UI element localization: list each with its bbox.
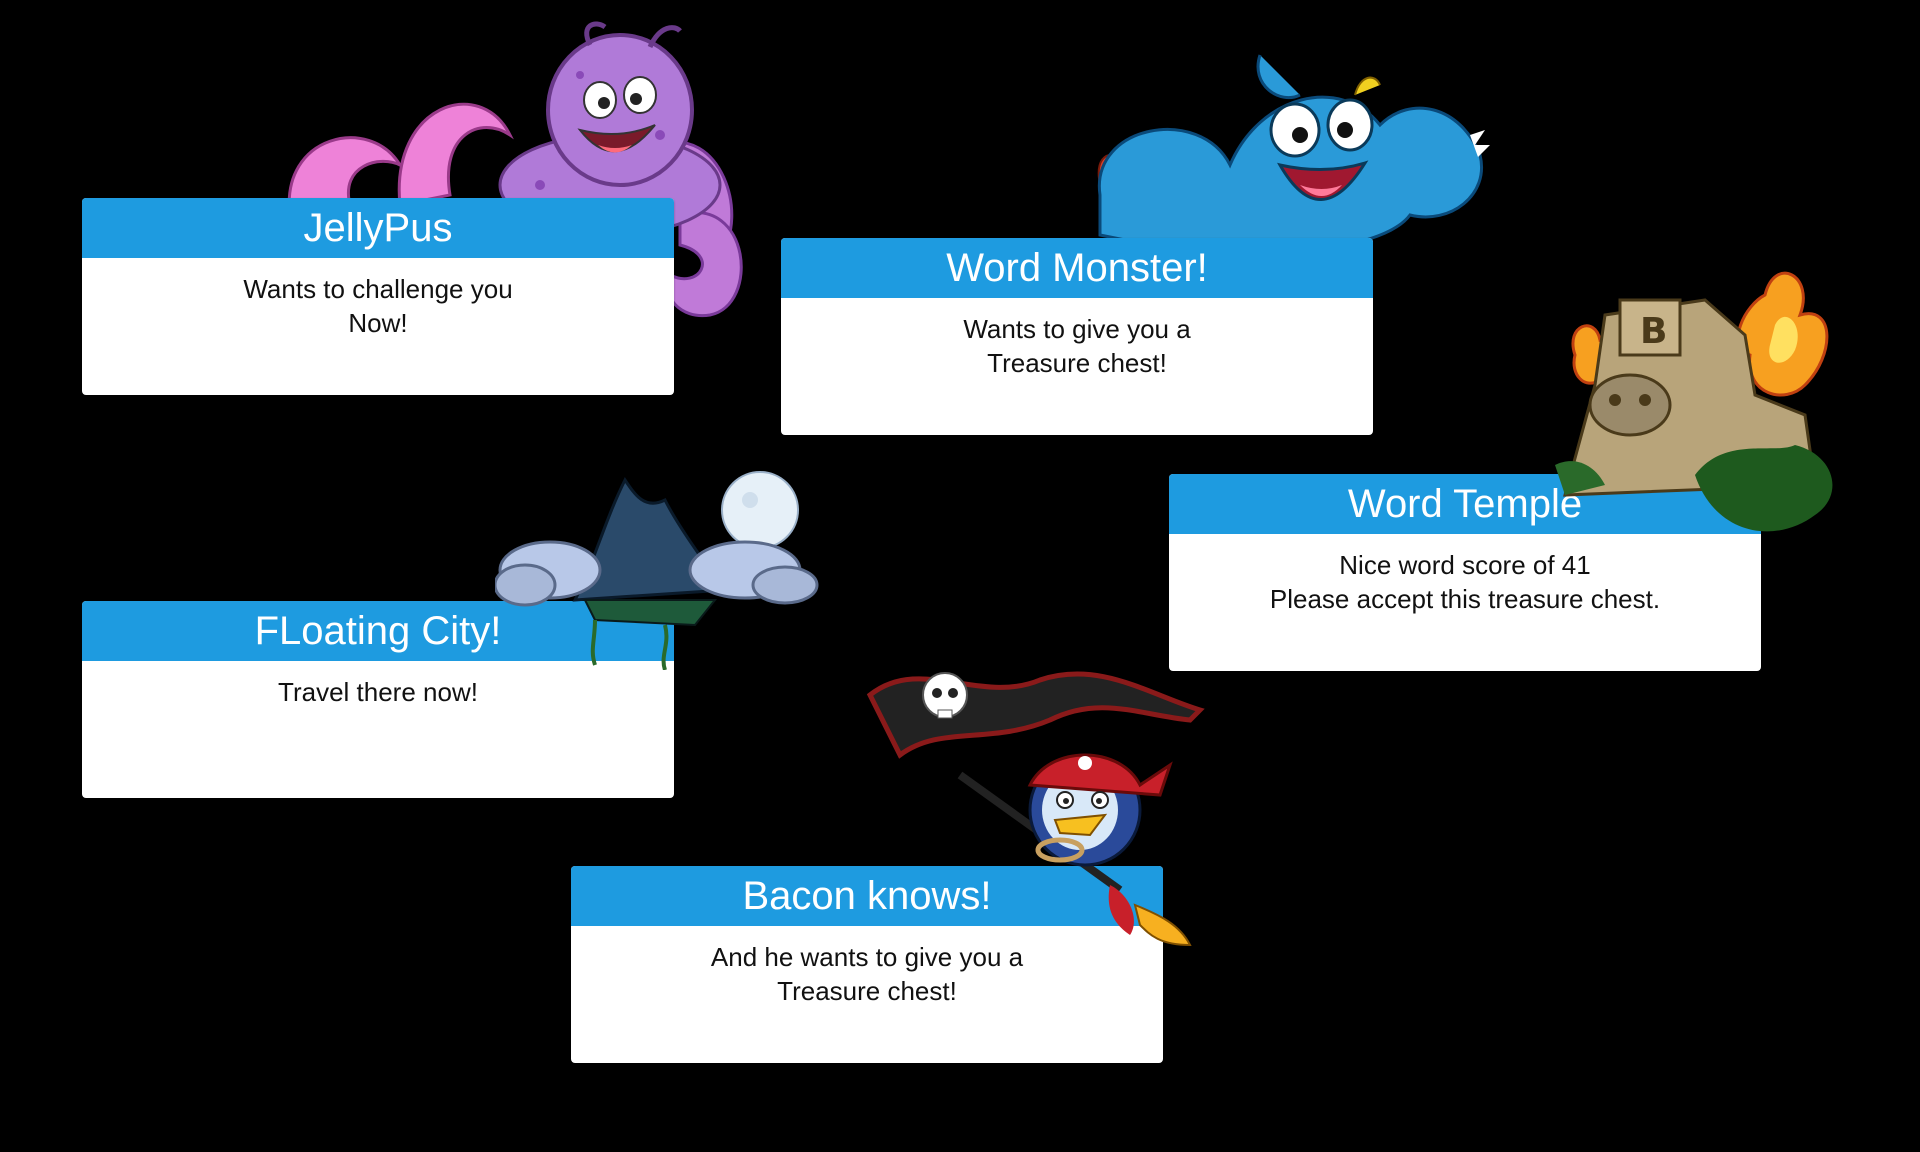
burning-temple-icon: B <box>1555 271 1833 532</box>
card-message-line: Wants to give you a <box>963 314 1191 344</box>
card-message-line: Treasure chest! <box>987 348 1167 378</box>
blue-monster-icon <box>1097 54 1490 254</box>
card-title: Bacon knows! <box>571 866 1163 926</box>
card-bacon-knows[interactable]: Bacon knows! And he wants to give you a … <box>571 866 1163 1063</box>
svg-text:B: B <box>1640 311 1667 352</box>
card-message: And he wants to give you a Treasure ches… <box>571 926 1163 1008</box>
card-message-line: Travel there now! <box>278 677 478 707</box>
card-word-monster[interactable]: Word Monster! Wants to give you a Treasu… <box>781 238 1373 435</box>
card-word-temple[interactable]: Word Temple Nice word score of 41 Please… <box>1169 474 1761 671</box>
card-message: Nice word score of 41 Please accept this… <box>1169 534 1761 616</box>
card-message: Travel there now! <box>82 661 674 709</box>
card-message-line: Wants to challenge you <box>243 274 513 304</box>
card-message-line: And he wants to give you a <box>710 942 1024 972</box>
card-message-line: Treasure chest! <box>777 976 957 1006</box>
card-message-line: Nice word score of 41 <box>1339 550 1591 580</box>
floating-island-icon <box>495 471 819 670</box>
card-message-line: Please accept this treasure chest. <box>1269 584 1661 614</box>
card-jellypus[interactable]: JellyPus Wants to challenge you Now! <box>82 198 674 395</box>
card-message: Wants to give you a Treasure chest! <box>781 298 1373 380</box>
card-message-line: Now! <box>348 308 408 338</box>
pirate-penguin-icon <box>866 671 1205 947</box>
card-title: JellyPus <box>82 198 674 258</box>
card-title: FLoating City! <box>82 601 674 661</box>
card-message: Wants to challenge you Now! <box>82 258 674 340</box>
card-title: Word Monster! <box>781 238 1373 298</box>
card-floating-city[interactable]: FLoating City! Travel there now! <box>82 601 674 798</box>
